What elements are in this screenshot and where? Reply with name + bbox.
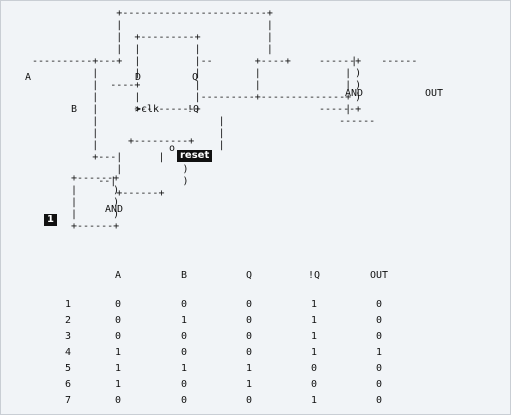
table-cell: 0 xyxy=(180,394,188,406)
table-cell: 4 xyxy=(64,346,72,358)
table-cell: 1 xyxy=(310,314,318,326)
table-row: 5 1 1 1 0 0 xyxy=(51,360,411,376)
table-cell: 0 xyxy=(245,346,253,358)
table-row: 7 0 0 0 1 0 xyxy=(51,392,411,408)
truth-table-header: A B Q !Q OUT xyxy=(51,266,411,296)
input-b-label: B xyxy=(71,104,78,115)
table-cell: 5 xyxy=(64,362,72,374)
ff-qbar-pin: !Q xyxy=(187,104,200,115)
output-label: OUT xyxy=(425,88,444,99)
table-cell: 0 xyxy=(375,330,383,342)
table-cell: 0 xyxy=(375,394,383,406)
truth-table-header-cell: A xyxy=(114,269,122,281)
table-cell: 1 xyxy=(180,362,188,374)
table-cell: 7 xyxy=(64,394,72,406)
table-cell: 0 xyxy=(114,330,122,342)
truth-table-header-cell xyxy=(51,266,85,296)
table-cell: 1 xyxy=(245,362,253,374)
table-cell: 1 xyxy=(245,378,253,390)
table-cell: 0 xyxy=(310,362,318,374)
table-cell: 0 xyxy=(114,394,122,406)
truth-table-header-cell: !Q xyxy=(307,269,321,281)
input-a-label: A xyxy=(25,72,32,83)
table-cell: 1 xyxy=(114,346,122,358)
table-cell: 0 xyxy=(375,362,383,374)
table-cell: 0 xyxy=(375,378,383,390)
table-cell: 0 xyxy=(180,330,188,342)
truth-table-header-cell: Q xyxy=(245,269,253,281)
table-cell: 0 xyxy=(114,314,122,326)
table-cell: 0 xyxy=(310,378,318,390)
table-cell: 0 xyxy=(180,346,188,358)
and-top-outline: ------+ ) ) ) ------+ xyxy=(319,56,362,115)
table-cell: 0 xyxy=(245,394,253,406)
table-cell: 1 xyxy=(310,394,318,406)
ff-clk-pin: >clk xyxy=(135,104,160,115)
table-row: 1 0 0 0 1 0 xyxy=(51,296,411,312)
table-cell: 0 xyxy=(245,330,253,342)
table-cell: 0 xyxy=(245,314,253,326)
table-cell: 0 xyxy=(180,378,188,390)
table-row: 6 1 0 1 0 0 xyxy=(51,376,411,392)
ff-d-pin: D xyxy=(135,72,142,83)
and-bottom-label: AND xyxy=(105,204,124,215)
table-row: 2 0 1 0 1 0 xyxy=(51,312,411,328)
constant-one-tag: 1 xyxy=(44,214,57,226)
truth-table-header-cell: OUT xyxy=(369,269,389,281)
ff-q-pin: Q xyxy=(192,72,199,83)
table-row: 4 1 0 0 1 1 xyxy=(51,344,411,360)
truth-table-header-cell: B xyxy=(180,269,188,281)
reset-pin: o xyxy=(169,143,176,154)
table-cell: 6 xyxy=(64,378,72,390)
table-row: 3 0 0 0 1 0 xyxy=(51,328,411,344)
table-cell: 0 xyxy=(375,314,383,326)
table-cell: 1 xyxy=(375,346,383,358)
flipflop-bottom-edge: +---------+ xyxy=(128,136,195,147)
table-cell: 1 xyxy=(114,378,122,390)
reset-tag: reset xyxy=(177,150,213,162)
and-top-label: AND xyxy=(345,88,364,99)
table-cell: 0 xyxy=(375,298,383,310)
table-cell: 1 xyxy=(114,362,122,374)
table-cell: 3 xyxy=(64,330,72,342)
table-cell: 0 xyxy=(114,298,122,310)
and-bottom-outline: +------+ | ) | ) | ) +------+ xyxy=(71,173,120,232)
table-cell: 1 xyxy=(310,298,318,310)
table-cell: 1 xyxy=(64,298,72,310)
table-cell: 2 xyxy=(64,314,72,326)
table-cell: 0 xyxy=(245,298,253,310)
table-cell: 0 xyxy=(180,298,188,310)
table-cell: 1 xyxy=(310,330,318,342)
table-cell: 1 xyxy=(180,314,188,326)
table-cell: 1 xyxy=(310,346,318,358)
